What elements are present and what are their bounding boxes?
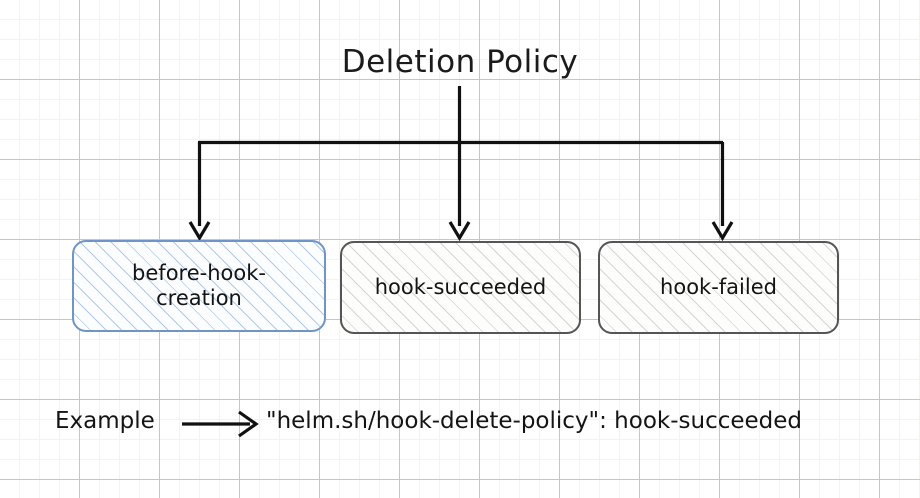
node-before-hook-creation[interactable]: before-hook- creation	[72, 240, 326, 332]
page-title: Deletion Policy	[341, 44, 579, 80]
example-annotation-value: "helm.sh/hook-delete-policy": hook-succe…	[266, 408, 803, 434]
node-label: hook-succeeded	[374, 275, 547, 300]
node-label: before-hook- creation	[132, 261, 266, 310]
arrowhead-before-hook-creation	[188, 221, 211, 242]
arrowhead-hook-succeeded	[448, 221, 471, 242]
node-hook-succeeded[interactable]: hook-succeeded	[340, 241, 581, 334]
example-arrowhead	[238, 410, 259, 438]
node-hook-failed[interactable]: hook-failed	[598, 241, 839, 334]
arrowhead-hook-failed	[711, 221, 734, 242]
node-label: hook-failed	[660, 275, 777, 300]
example-label: Example	[55, 408, 155, 434]
